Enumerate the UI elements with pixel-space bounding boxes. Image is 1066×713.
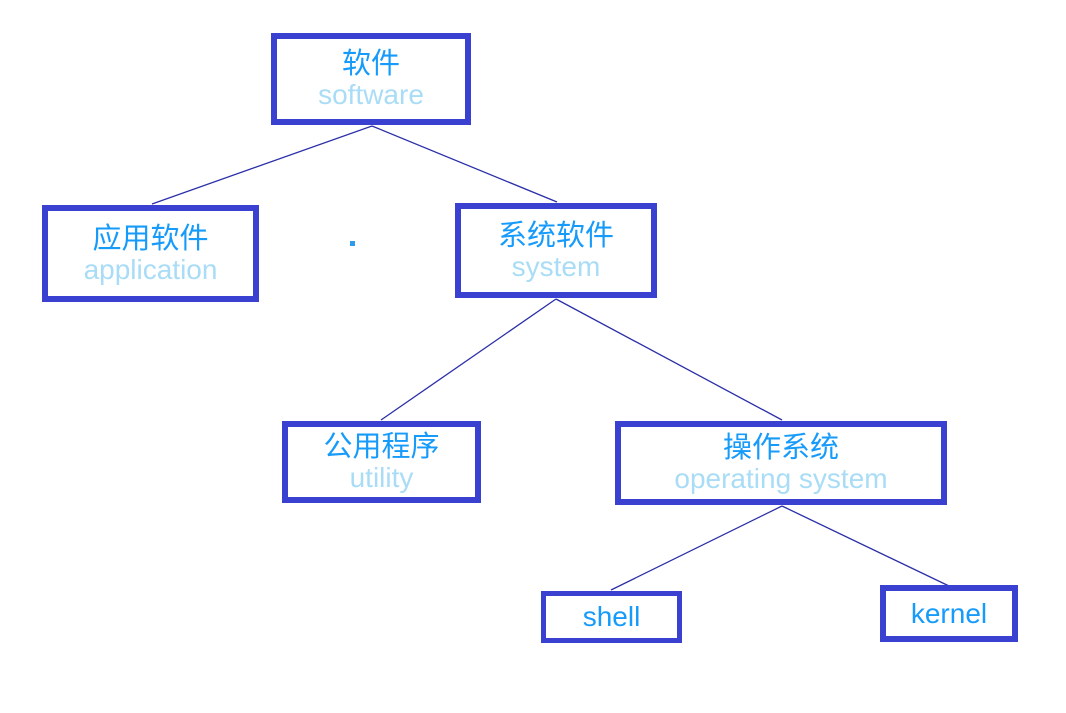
node-software: 软件 software — [271, 33, 471, 125]
edge-software-application — [151, 125, 373, 205]
node-shell: shell — [541, 591, 682, 643]
edge-system-utility — [380, 298, 557, 421]
node-system-label-en: system — [511, 250, 601, 282]
node-utility: 公用程序 utility — [282, 421, 481, 503]
node-application-label-en: application — [83, 253, 218, 285]
node-application: 应用软件 application — [42, 205, 259, 302]
node-utility-label-en: utility — [349, 462, 414, 493]
node-system: 系统软件 system — [455, 203, 657, 298]
node-operating-system: 操作系统 operating system — [615, 421, 947, 505]
stray-dot — [350, 241, 355, 246]
node-kernel: kernel — [880, 585, 1018, 642]
node-application-label-zh: 应用软件 — [92, 222, 209, 255]
edge-operating-system-shell — [610, 505, 783, 591]
node-software-label-en: software — [318, 79, 424, 110]
node-operating-system-label-zh: 操作系统 — [722, 432, 839, 464]
edge-operating-system-kernel — [781, 505, 950, 587]
edge-system-operating-system — [555, 298, 783, 421]
node-shell-label: shell — [582, 601, 641, 632]
node-operating-system-label-en: operating system — [674, 463, 888, 494]
edge-software-system — [371, 125, 558, 203]
node-system-label-zh: 系统软件 — [497, 219, 614, 252]
node-utility-label-zh: 公用程序 — [323, 431, 440, 463]
node-software-label-zh: 软件 — [341, 48, 400, 80]
node-kernel-label: kernel — [910, 597, 988, 629]
